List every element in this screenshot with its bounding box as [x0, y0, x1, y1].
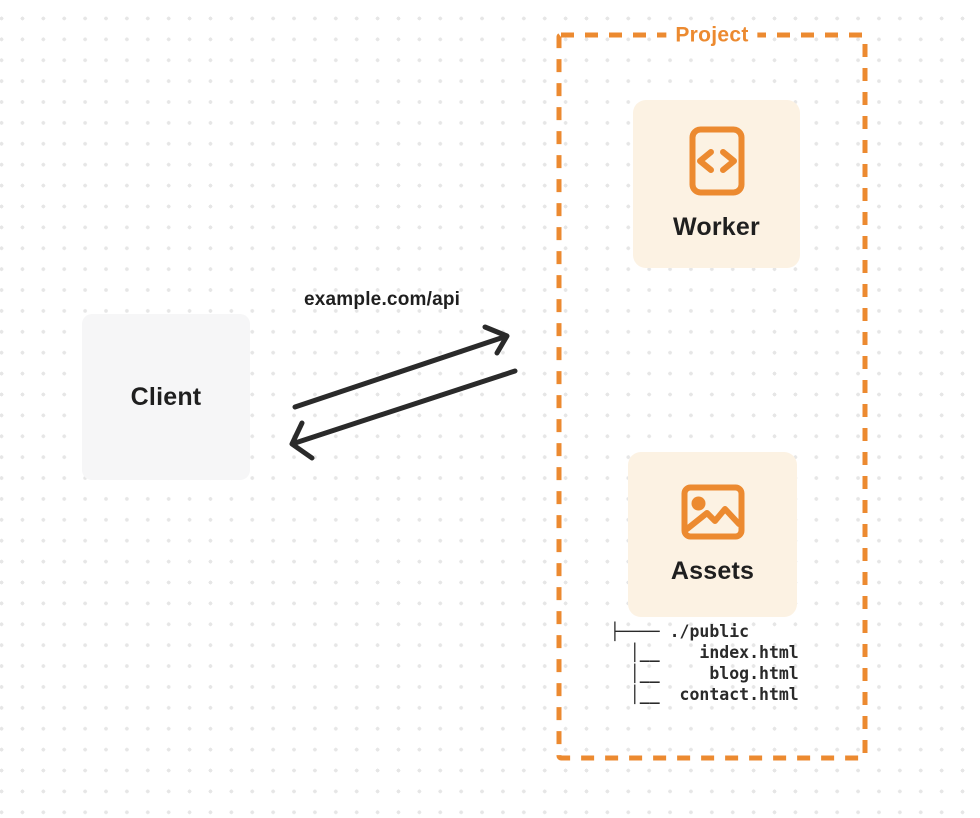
request-url-label: example.com/api	[304, 289, 461, 310]
project-label: Project	[666, 23, 758, 48]
response-arrow-icon	[289, 368, 518, 461]
assets-node: Assets	[628, 452, 797, 617]
client-label: Client	[130, 382, 202, 411]
tree-line-index: │__ index.html	[610, 643, 799, 662]
tree-line-blog: │__ blog.html	[610, 664, 799, 683]
tree-line-public: ├──── ./public	[610, 622, 750, 641]
client-node: Client	[82, 314, 250, 480]
worker-node: Worker	[633, 100, 800, 268]
request-arrow-icon	[292, 324, 510, 410]
request-response-arrows	[289, 324, 518, 461]
code-file-icon	[689, 126, 744, 196]
worker-label: Worker	[673, 213, 760, 241]
image-icon	[681, 484, 744, 539]
assets-label: Assets	[670, 556, 755, 585]
tree-line-contact: │__ contact.html	[610, 685, 799, 704]
file-tree: ├──── ./public │__ index.html │__ blog.h…	[610, 621, 799, 705]
